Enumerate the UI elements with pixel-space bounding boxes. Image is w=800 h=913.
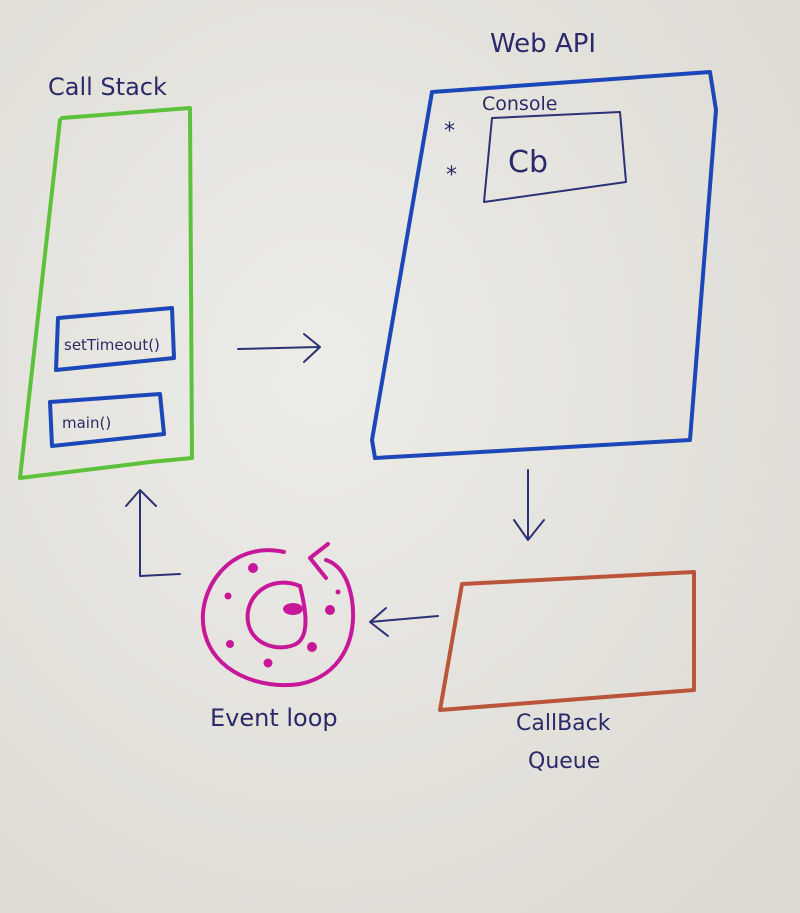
console-label: Console	[482, 93, 557, 115]
web-api-title: Web API	[490, 29, 596, 59]
call-stack-title: Call Stack	[48, 73, 167, 101]
callback-queue-box	[438, 570, 696, 712]
callback-queue-title-line1: CallBack	[516, 711, 611, 736]
event-loop-title: Event loop	[210, 704, 338, 732]
event-loop-icon	[200, 542, 356, 687]
arrow-queue-to-eventloop	[369, 607, 439, 637]
cb-box	[483, 111, 627, 203]
main-frame-label: main()	[62, 414, 111, 432]
settimeout-frame-box	[54, 306, 176, 372]
settimeout-frame-label: setTimeout()	[64, 336, 160, 354]
call-stack-box	[18, 106, 194, 480]
arrow-stack-to-webapi	[237, 333, 321, 363]
callback-queue-title-line2: Queue	[528, 749, 600, 774]
arrow-eventloop-to-stack	[125, 489, 181, 577]
web-api-box	[370, 70, 718, 460]
cb-label: Cb	[508, 145, 548, 180]
arrow-webapi-to-queue	[513, 469, 545, 541]
console-bullet: *	[444, 119, 455, 144]
main-frame-box	[48, 392, 166, 448]
cb-bullet: *	[446, 163, 457, 188]
